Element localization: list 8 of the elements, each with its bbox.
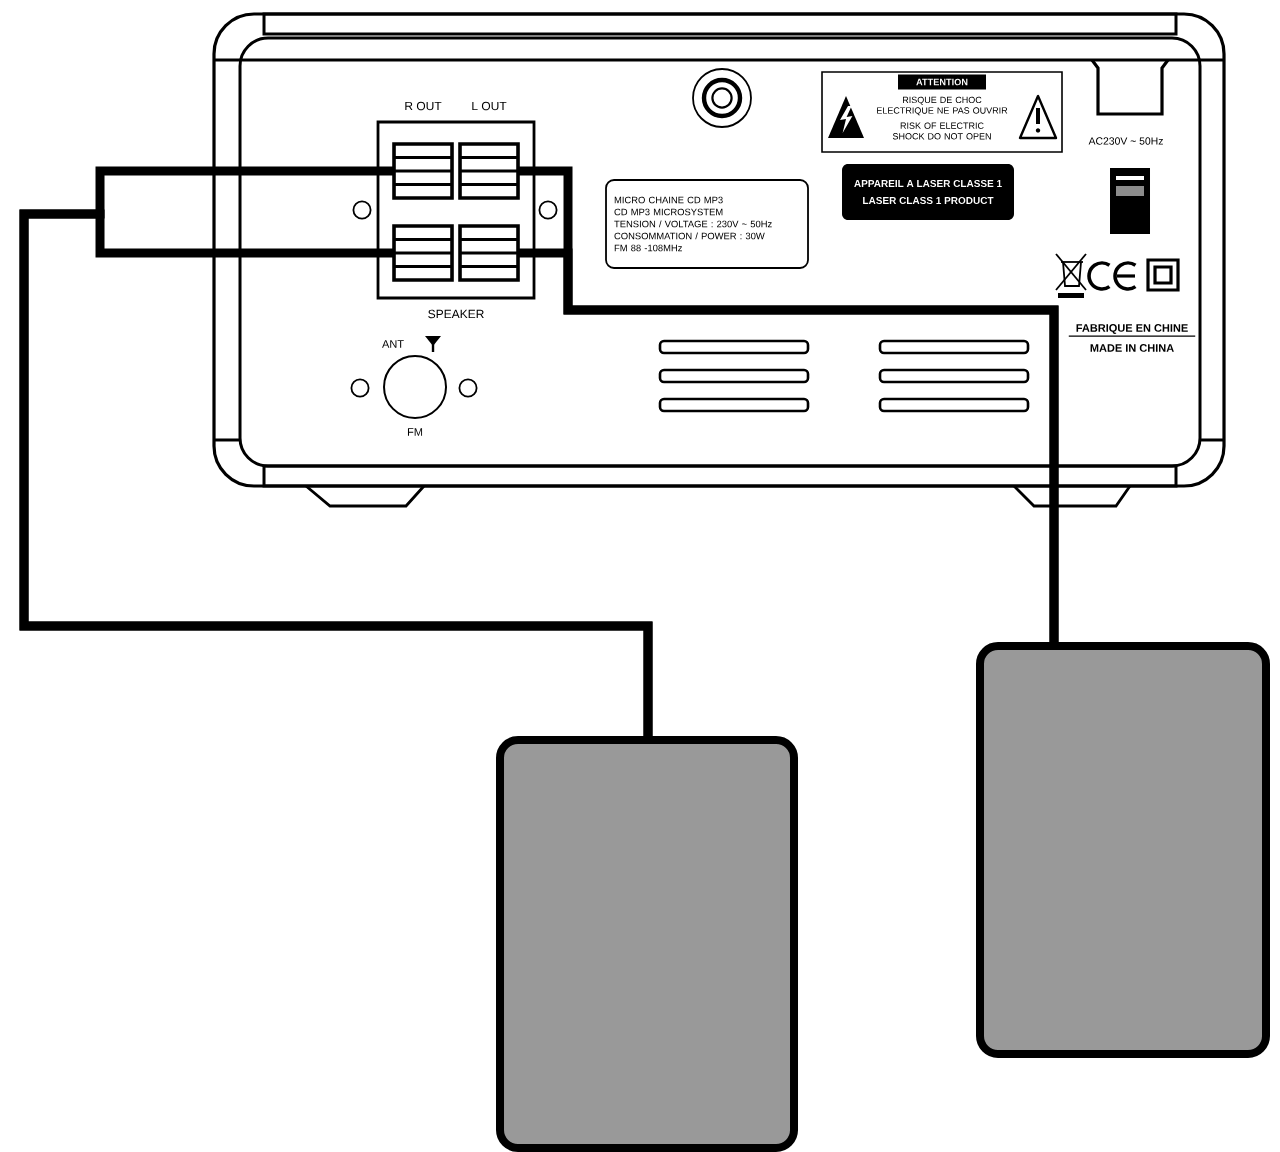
speaker-terminal (458, 224, 520, 282)
unit-housing (212, 12, 1226, 488)
speaker-box (496, 736, 798, 1152)
speaker-terminal (392, 224, 454, 282)
speaker-terminal (392, 142, 454, 200)
speaker-terminal (458, 142, 520, 200)
speaker-cable (518, 248, 1059, 646)
speaker-box (976, 642, 1270, 1058)
